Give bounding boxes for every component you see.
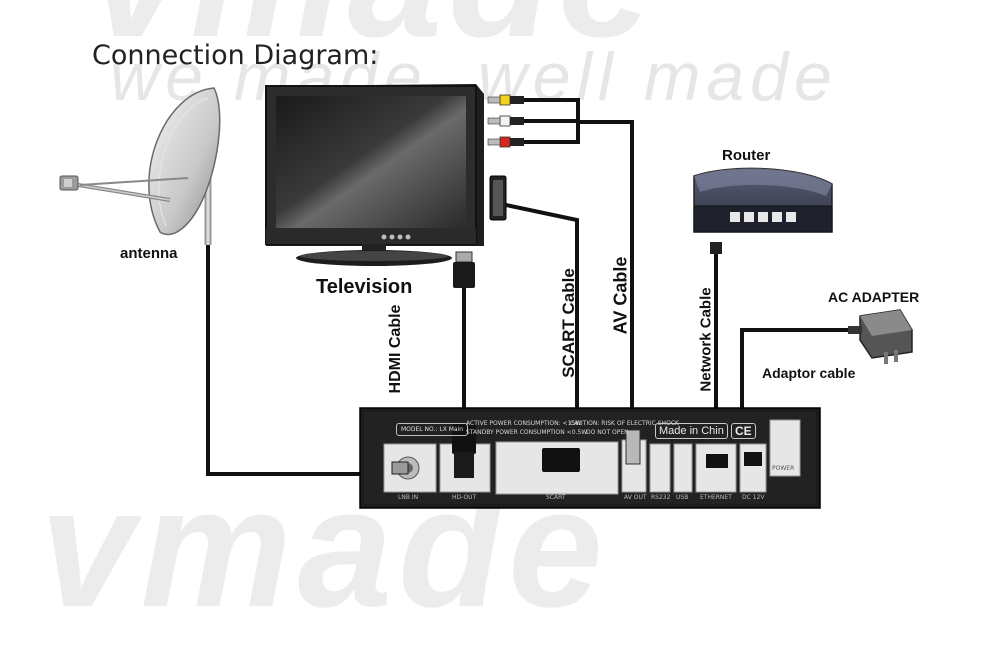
av-cable-label: AV Cable <box>610 256 631 335</box>
ce-mark: CE <box>731 423 756 439</box>
router-icon <box>693 167 833 233</box>
port-label-scart: SCART <box>546 494 566 501</box>
port-label-usb: USB <box>676 494 689 501</box>
port-label-ethernet: ETHERNET <box>700 494 732 501</box>
port-label-rs232: RS232 <box>651 494 671 501</box>
hdmi-cable-label: HDMI Cable <box>387 304 404 394</box>
usb-port <box>673 443 693 493</box>
power-info-2: STANDBY POWER CONSUMPTION <0.5W <box>466 429 588 436</box>
rs232-port <box>649 443 671 493</box>
port-label-avout: AV OUT <box>624 494 647 501</box>
warning-2: DO NOT OPEN <box>586 429 629 436</box>
network-cable-label: Network Cable <box>697 287 715 392</box>
scart-cable-label: SCART Cable <box>559 268 578 378</box>
made-in-label: Made in Chin <box>655 423 728 439</box>
ac-adapter-icon <box>848 309 913 364</box>
dc-port <box>739 443 767 493</box>
hdmi-plug-icon <box>453 251 475 288</box>
television-label: Television <box>316 276 413 298</box>
warning-1: CAUTION: RISK OF ELECTRIC SHOCK <box>570 420 679 427</box>
satellite-dish-icon <box>59 87 221 245</box>
receiver-box <box>359 407 821 509</box>
scart-plug-icon <box>489 175 507 221</box>
connection-diagram: vmade we made, well made vmade <box>40 0 920 643</box>
port-label-lnb: LNB IN <box>398 494 419 501</box>
ac-adapter-label: AC ADAPTER <box>828 289 920 305</box>
watermark-brand-top: vmade <box>90 0 659 76</box>
ethernet-plug-icon <box>710 242 722 254</box>
av-rca-connectors-icon <box>487 94 524 148</box>
model-label: MODEL NO.: LX Main <box>396 423 469 436</box>
port-label-power: POWER <box>772 465 795 472</box>
port-label-dc: DC 12V <box>742 494 765 501</box>
page-title: Connection Diagram: <box>92 40 379 71</box>
antenna-label: antenna <box>120 245 178 262</box>
power-info-1: ACTIVE POWER CONSUMPTION: <15W <box>466 420 582 427</box>
antenna-cable <box>206 245 388 476</box>
router-label: Router <box>722 147 771 164</box>
diagram-graphics <box>59 84 913 509</box>
port-label-hdout: HD-OUT <box>452 494 477 501</box>
television-icon <box>265 84 484 266</box>
power-switch <box>769 419 801 477</box>
adaptor-cable-label: Adaptor cable <box>762 365 856 381</box>
